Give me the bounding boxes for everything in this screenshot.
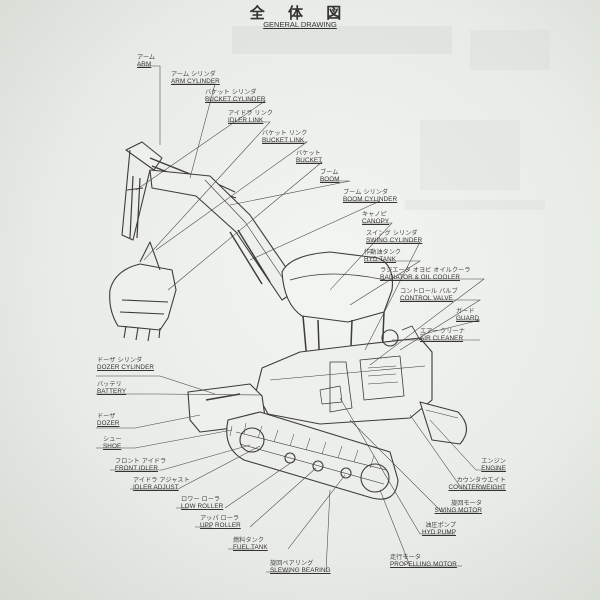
label-boom-cylinder: ブーム シリンダ BOOM CYLINDER (343, 189, 398, 203)
label-shoe: シュー SHOE (103, 436, 122, 450)
bleed-through-block (470, 30, 550, 70)
leader-lines (96, 65, 505, 573)
label-engine: エンジン ENGINE (481, 458, 506, 472)
label-propelling-motor: 走行モータ PROPELLING MOTOR (390, 554, 457, 568)
label-front-idler: フロント アイドラ FRONT IDLER (115, 458, 167, 472)
label-bucket-cylinder: バケット シリンダ BUCKET CYLINDER (205, 89, 266, 103)
label-arm: アーム ARM (137, 54, 156, 68)
label-dozer: ドーザ DOZER (97, 413, 120, 427)
label-counterweight: カウンタウエイト COUNTERWEIGHT (448, 477, 506, 491)
bucket-cylinder-part (129, 175, 141, 239)
label-radiator-oil-cooler: ラジエータ オヨビ オイルクーラ RADIATOR & OIL COOLER (380, 267, 471, 281)
bleed-through-block (420, 120, 520, 190)
label-low-roller: ロワー ローラ LOW ROLLER (181, 496, 224, 510)
label-boom: ブーム BOOM (320, 169, 340, 183)
boom-part (149, 169, 301, 301)
label-arm-cylinder: アーム シリンダ ARM CYLINDER (171, 71, 220, 85)
label-guard: ガード GUARD (456, 308, 480, 322)
label-swing-cylinder: スイング シリンダ SWING CYLINDER (366, 230, 423, 244)
bleed-through-block (405, 200, 545, 210)
label-slewing-bearing: 旋回ベアリング SLEWING BEARING (270, 560, 331, 574)
boom-cylinder-part (229, 229, 271, 285)
label-idler-adjust: アイドラ アジャスト IDLER ADJUST (133, 477, 190, 491)
bleed-through-block (232, 26, 452, 54)
label-air-cleaner: エアー クリーナ AIR CLEANER (420, 328, 465, 342)
track-shoes (229, 422, 375, 469)
label-bucket: バケット BUCKET (296, 150, 323, 164)
label-swing-motor: 旋回モータ SWING MOTOR (434, 500, 482, 514)
canopy-posts (302, 311, 385, 379)
track-right (419, 401, 468, 445)
label-idler-link: アイドラ リンク IDLER LINK (228, 110, 273, 124)
label-dozer-cylinder: ドーザ シリンダ DOZER CYLINDER (97, 357, 155, 371)
label-canopy: キャノピ CANOPY (362, 211, 390, 225)
canopy-roof (281, 251, 393, 323)
page-title-en: GENERAL DRAWING (263, 20, 337, 29)
label-bucket-link: バケット リンク BUCKET LINK (262, 130, 308, 144)
page-title-jp: 全 体 図 (249, 4, 351, 22)
air-cleaner-part (381, 329, 399, 347)
upper-structure (255, 325, 433, 425)
label-battery: バッテリ BATTERY (97, 381, 127, 395)
arm-part (121, 141, 163, 241)
bucket-part (109, 241, 177, 342)
track-left (226, 411, 399, 500)
label-hyd-pump: 油圧ポンプ HYD PUMP (421, 522, 456, 536)
label-fuel-tank: 燃料タンク FUEL TANK (233, 537, 268, 551)
label-hyd-tank: 作動油タンク HYD TANK (364, 249, 402, 263)
label-control-valve: コントロール バルブ CONTROL VALVE (400, 288, 458, 302)
label-upp-roller: アッパ ローラ UPP ROLLER (200, 515, 241, 529)
